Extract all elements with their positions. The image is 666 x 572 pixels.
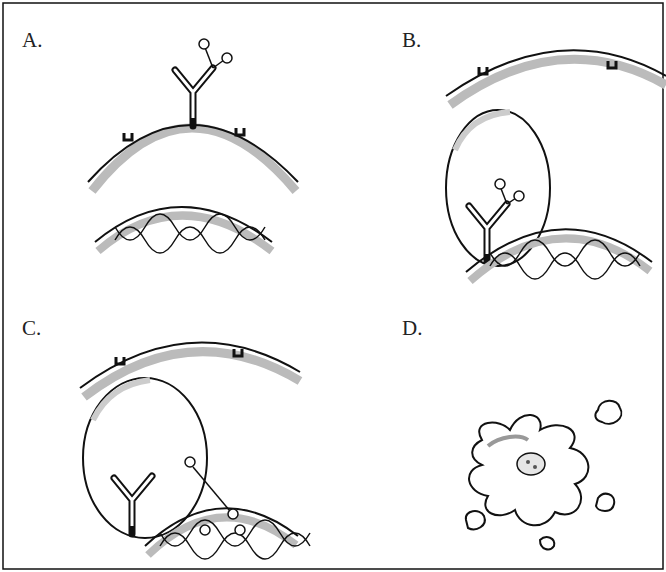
panel-b [446,50,666,281]
panel-letter: B. [402,30,421,51]
panel-a [88,39,298,253]
panel-letter: D. [402,318,422,339]
panel-d [466,401,622,550]
frame [3,3,663,569]
panel-letter: C. [22,318,41,339]
panel-c [80,343,310,559]
panel-letter: A. [22,30,42,51]
